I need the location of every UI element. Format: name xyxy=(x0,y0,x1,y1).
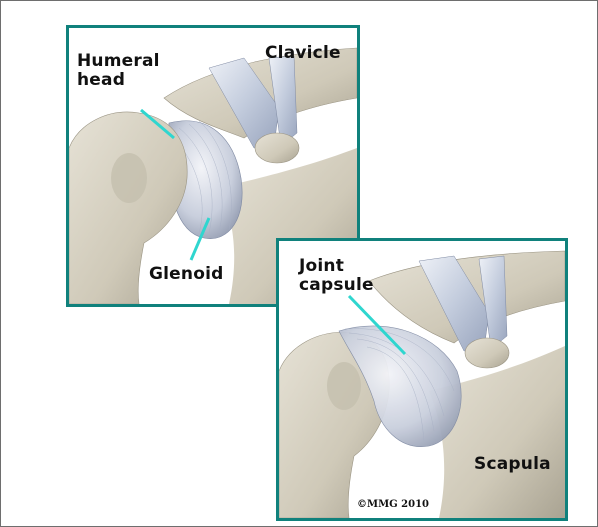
coracoid-shape xyxy=(255,133,299,163)
label-scapula: Scapula xyxy=(474,455,551,474)
label-glenoid: Glenoid xyxy=(149,265,224,284)
tuberosity-shape xyxy=(327,362,361,410)
copyright-text: ©MMG 2010 xyxy=(357,499,429,510)
panel-joint-capsule: Joint capsule Scapula ©MMG 2010 xyxy=(276,238,568,521)
label-clavicle: Clavicle xyxy=(265,44,341,63)
label-humeral-head: Humeral head xyxy=(77,52,160,90)
label-joint-capsule: Joint capsule xyxy=(299,257,374,295)
coracoid-shape xyxy=(465,338,509,368)
tuberosity-shape xyxy=(111,153,147,203)
